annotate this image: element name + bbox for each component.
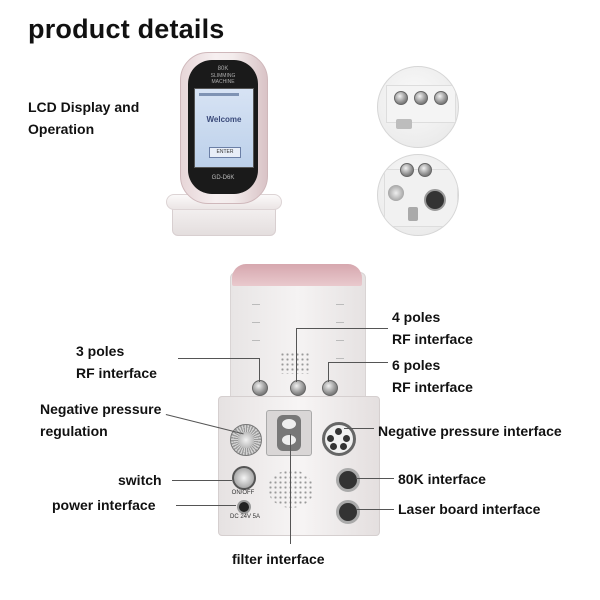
detail-connector: [396, 119, 412, 129]
screen-enter-button[interactable]: ENTER: [209, 147, 241, 158]
screen-brand-line2: SLIMMING: [210, 73, 236, 79]
speaker-grille-upper: [280, 352, 310, 374]
leader-line-80k: [356, 478, 394, 479]
power-switch[interactable]: [232, 466, 256, 490]
leader-line-laser: [356, 509, 394, 510]
detail-knob: [388, 185, 404, 201]
filter-hole: [282, 419, 296, 429]
interface-80k-socket[interactable]: [336, 468, 360, 492]
power-jack[interactable]: [237, 500, 251, 514]
socket-hole: [330, 443, 337, 450]
leader-line-4-poles: [296, 328, 388, 329]
socket-hole: [340, 443, 347, 450]
socket-hole: [327, 435, 334, 442]
detail-connector: [408, 207, 418, 221]
vent-mark: [252, 340, 260, 341]
filter-block: [266, 410, 312, 456]
vent-mark: [336, 304, 344, 305]
leader-line-3-poles: [178, 358, 260, 359]
port-icon: [414, 91, 428, 105]
leader-line-3-poles-drop: [259, 358, 260, 382]
socket-hole: [343, 435, 350, 442]
rf-port-6-poles: [322, 380, 338, 396]
screen-brand-line3: MACHINE: [211, 79, 235, 85]
port-icon: [418, 163, 432, 177]
laser-board-socket[interactable]: [336, 500, 360, 524]
socket-hole: [335, 428, 342, 435]
rf-port-3-poles: [252, 380, 268, 396]
lcd-device-image: 80K SLIMMING MACHINE Welcome ENTER GD-D6…: [166, 52, 282, 237]
detail-circle-connectors: [377, 154, 459, 236]
vent-mark: [336, 322, 344, 323]
vent-mark: [336, 340, 344, 341]
leader-line-negative-pressure-interface: [344, 428, 374, 429]
on-off-label: ON/OFF: [231, 490, 255, 496]
label-laser-board-interface: Laser board interface: [398, 501, 541, 517]
screen-welcome-text: Welcome: [206, 115, 242, 124]
screen-brand-line1: 80K: [217, 66, 229, 72]
port-icon: [394, 91, 408, 105]
label-6-poles-rf: 6 poles RF interface: [392, 357, 473, 395]
label-power-interface: power interface: [52, 497, 156, 513]
negative-pressure-knob[interactable]: [230, 424, 262, 456]
speaker-grille-lower: [268, 470, 314, 508]
vent-mark: [252, 322, 260, 323]
label-negative-pressure-regulation: Negative pressure regulation: [40, 401, 162, 439]
lcd-screen: Welcome ENTER: [194, 88, 254, 168]
rf-port-4-poles: [290, 380, 306, 396]
label-3-poles-rf: 3 poles RF interface: [76, 343, 157, 381]
knob-cap: [238, 432, 254, 448]
detail-socket: [424, 189, 446, 211]
page-title: product details: [28, 14, 225, 44]
label-80k-interface: 80K interface: [398, 471, 486, 487]
screen-header-bar: [199, 93, 239, 96]
port-icon: [434, 91, 448, 105]
label-negative-pressure-interface: Negative pressure interface: [378, 423, 562, 439]
leader-line-filter: [290, 434, 291, 544]
leader-line-6-poles: [328, 362, 388, 363]
leader-line-4-poles-drop: [296, 328, 297, 382]
negative-pressure-socket[interactable]: [322, 422, 356, 456]
dc-rating-label: DC 24V 5A: [229, 514, 260, 520]
model-label: GD-D6K: [211, 175, 235, 181]
vent-mark: [252, 304, 260, 305]
leader-line-power: [176, 505, 236, 506]
pink-top-cover: [232, 264, 362, 286]
label-lcd-display: LCD Display and Operation: [28, 99, 140, 137]
vent-mark: [336, 358, 344, 359]
label-4-poles-rf: 4 poles RF interface: [392, 309, 473, 347]
filter-hole: [282, 435, 296, 445]
device-back-image: ON/OFF DC 24V 5A: [218, 264, 380, 536]
detail-circle-rf-ports: [377, 66, 459, 148]
label-switch: switch: [118, 472, 162, 488]
label-filter-interface: filter interface: [232, 551, 325, 567]
port-icon: [400, 163, 414, 177]
leader-line-6-poles-drop: [328, 362, 329, 382]
leader-line-switch: [172, 480, 232, 481]
